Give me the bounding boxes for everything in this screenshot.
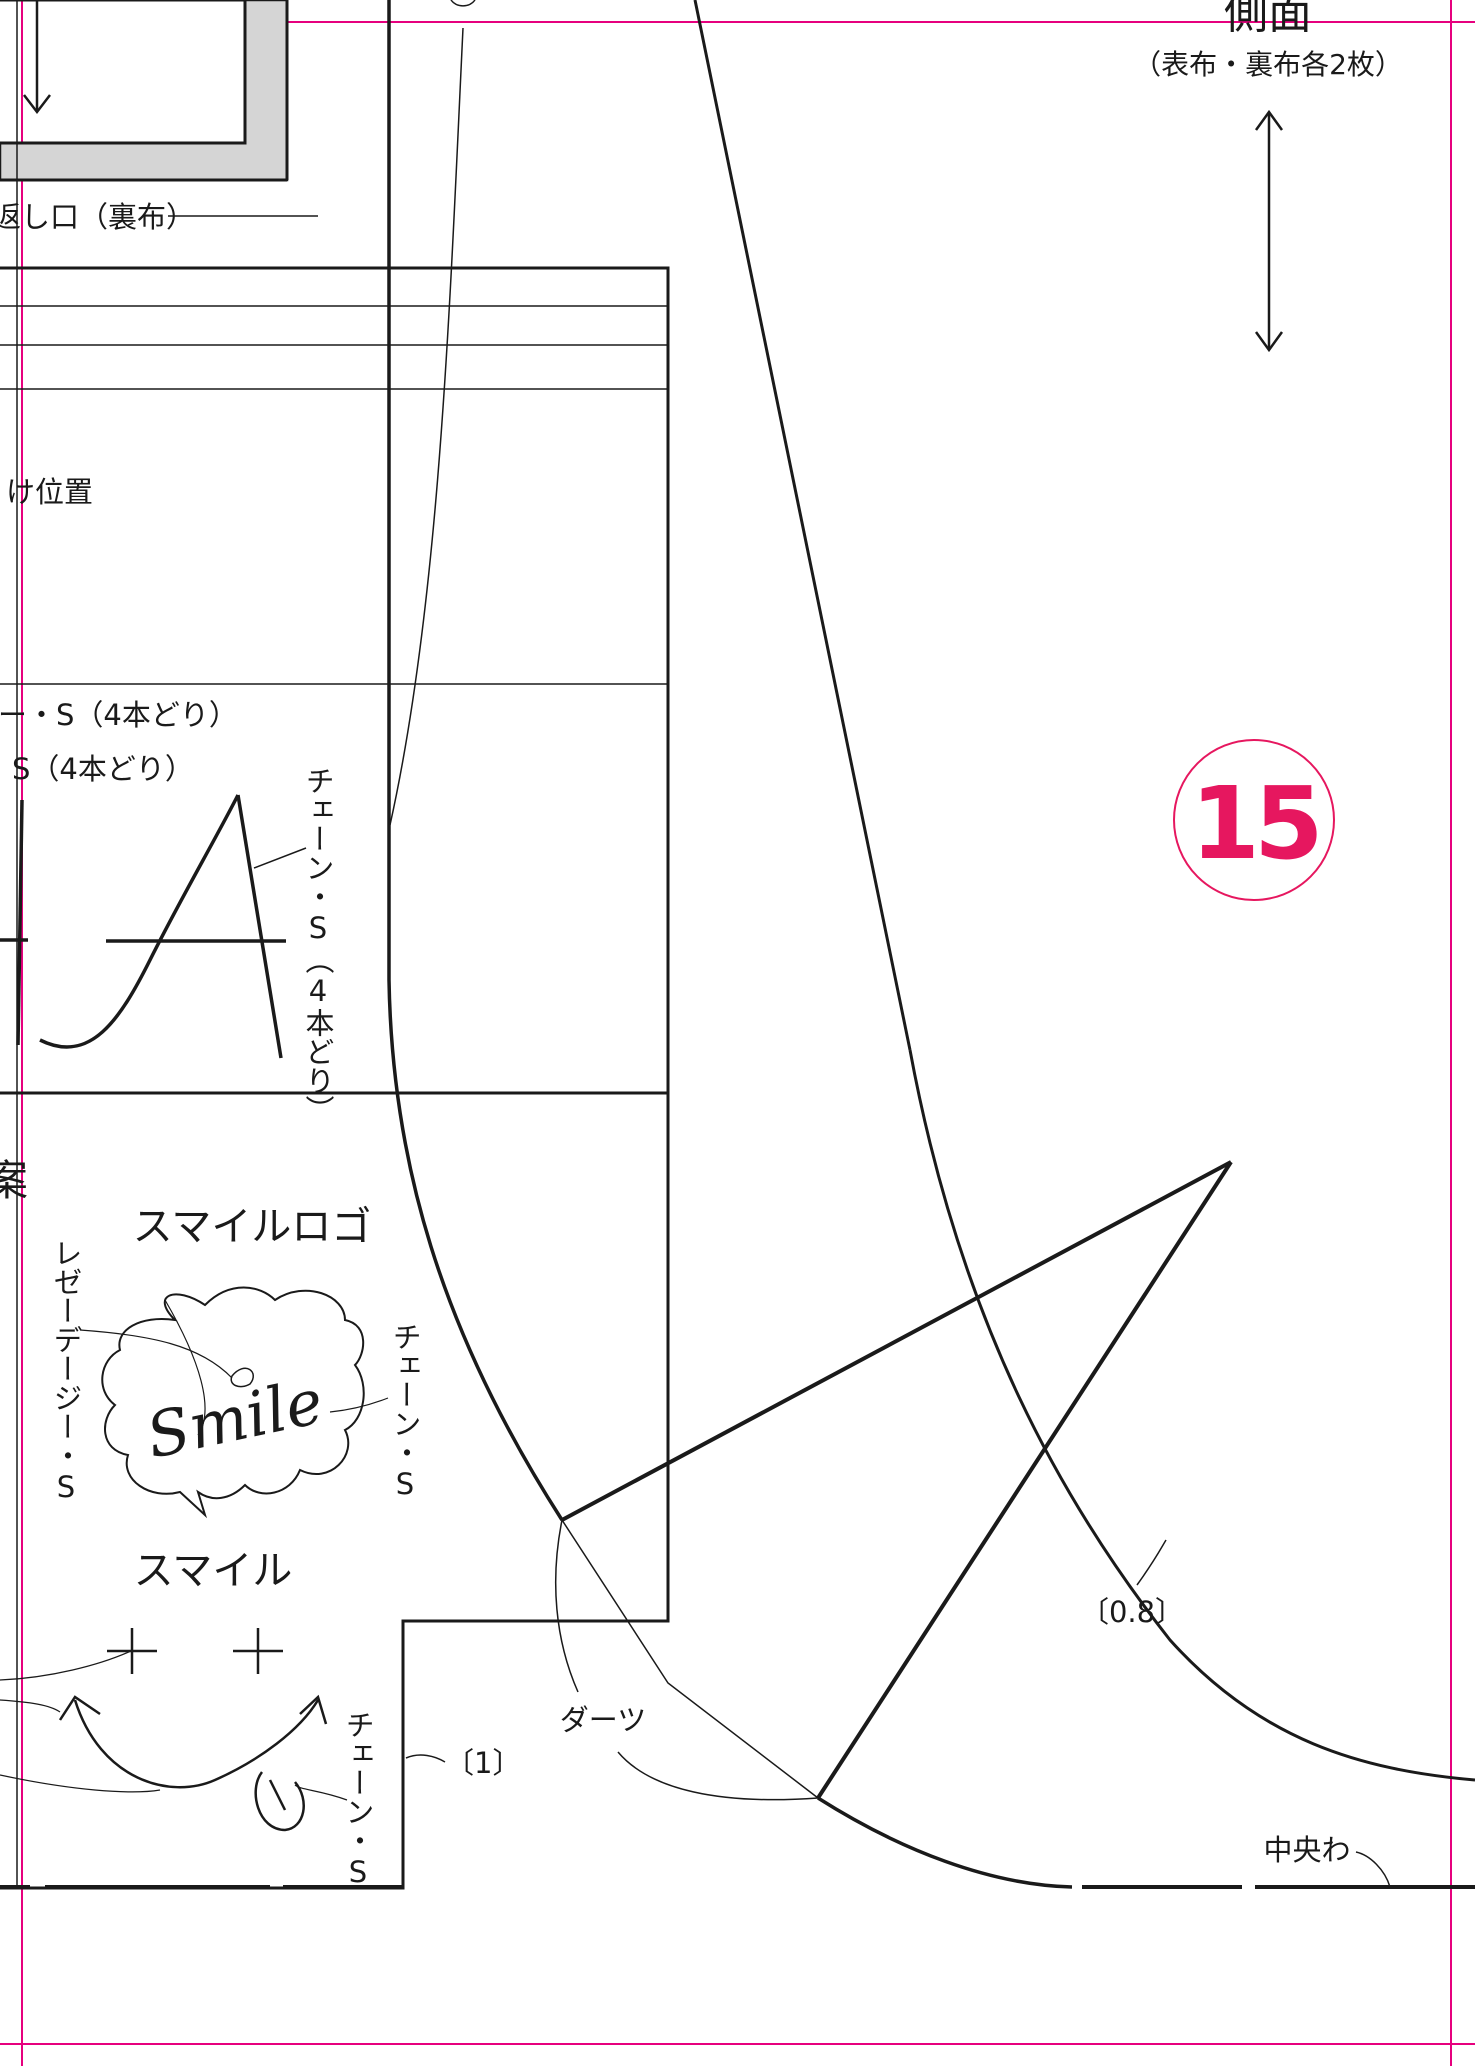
seam-1-leader <box>405 1754 446 1763</box>
sheet-number-circle <box>1173 739 1335 901</box>
chain-stitch-bottom-label: チェーン・S <box>341 1710 375 1889</box>
long-diagonal <box>693 0 912 1051</box>
return-opening-label: 返し口（裏布） <box>0 200 195 234</box>
grainline-arrow-right <box>1254 109 1284 353</box>
smile-logo-leaders <box>79 1329 389 1413</box>
seam-allowance-08: 〔0.8〕 <box>1080 1595 1184 1629</box>
chain-stitch-label-a: ー・S（4本どり） <box>0 698 238 732</box>
smile-cloud-icon: Smile <box>101 1286 365 1519</box>
thin-guide-curve <box>389 27 464 826</box>
partial-char: 案 <box>0 1156 28 1205</box>
seam-allowance-1: 〔1〕 <box>445 1746 521 1780</box>
center-fold-label: 中央わ <box>1263 1833 1350 1867</box>
dart-label: ダーツ <box>560 1703 646 1737</box>
smile-face-icon <box>58 1628 328 1832</box>
long-curve-right <box>908 1049 1475 1782</box>
piece-subtitle: （表布・裏布各2枚） <box>1133 48 1403 81</box>
attach-position-label: け位置 <box>6 475 93 509</box>
lazy-daisy-label: レゼーデージー・S <box>49 1238 83 1504</box>
top-small-circle <box>450 0 476 7</box>
chain-stitch-vertical-leader <box>253 847 307 869</box>
smile-logo-title: スマイルロゴ <box>133 1204 372 1250</box>
smile-face-leaders <box>0 1650 348 1801</box>
chain-stitch-label-b: S（4本どり） <box>12 752 194 786</box>
seam-08-leader <box>1136 1539 1167 1586</box>
dart-leaders <box>554 1519 819 1801</box>
smile-word: Smile <box>140 1364 329 1472</box>
letter-a-motif <box>0 794 286 1059</box>
dart-lines <box>561 1160 1233 1800</box>
piece-title: 側面 <box>1224 0 1312 39</box>
side-panel-bottom-curve <box>817 1796 1073 1889</box>
top-left-gray-frame <box>0 0 289 182</box>
sheet-number: 15 <box>1190 765 1317 882</box>
grainline-arrow-top-left <box>23 0 51 115</box>
smile-title: スマイル <box>134 1548 293 1594</box>
center-fold-leader <box>1355 1851 1391 1888</box>
side-panel-outline <box>387 0 564 1521</box>
chain-stitch-right-label: チェーン・S <box>388 1322 422 1501</box>
chain-stitch-vertical-label: チェーン・S（4本どり） <box>301 766 335 1124</box>
